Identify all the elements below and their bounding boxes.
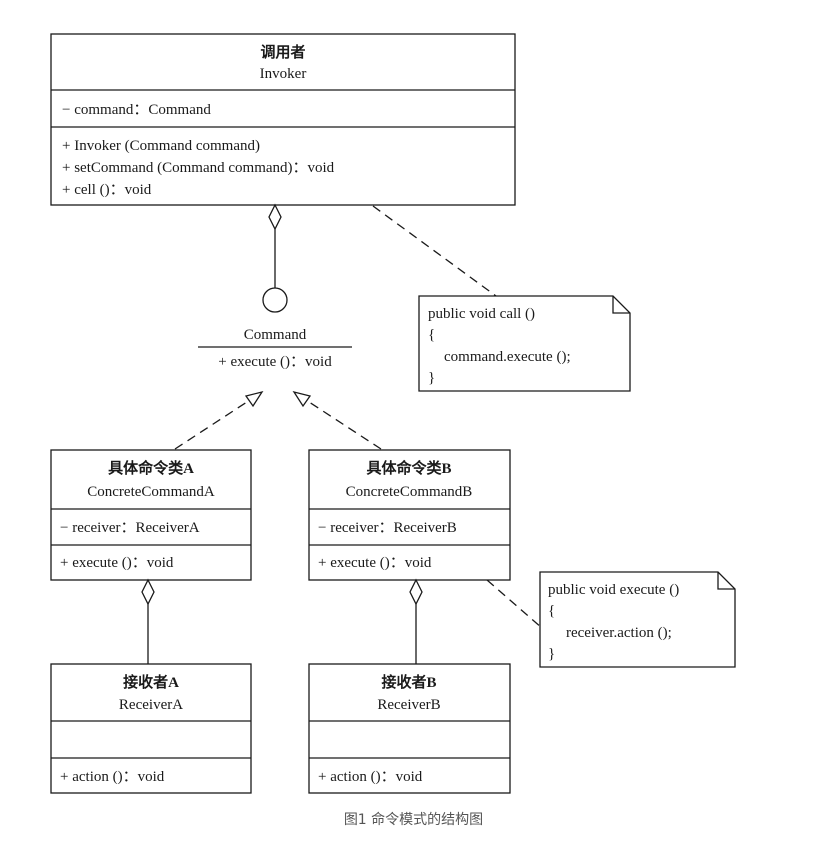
concrete-b-note-connector (486, 579, 543, 629)
note-call (418, 295, 631, 392)
receiver-a-box (50, 663, 252, 794)
concrete-a-method: + execute ()：void (60, 555, 174, 571)
note-execute-line-1: public void execute () (548, 582, 679, 598)
realization-line-a (174, 399, 251, 450)
command-interface-lollipop (262, 287, 288, 313)
concrete-a-box (50, 449, 252, 581)
receiver-b-name-en: ReceiverB (377, 697, 440, 713)
command-method: + execute ()：void (218, 354, 332, 370)
realization-a (174, 390, 264, 450)
note-call-line-4: } (428, 370, 435, 386)
invoker-name-en: Invoker (260, 66, 307, 82)
note-execute (539, 571, 736, 668)
realization-arrowhead-b (292, 390, 312, 408)
concrete-a-name-en: ConcreteCommandA (87, 484, 215, 500)
figure-caption: 图1 命令模式的结构图 (343, 812, 484, 828)
concrete-command-b-class (308, 449, 511, 581)
receiver-b-method: + action ()：void (318, 769, 423, 785)
note-execute-line-3: receiver.action (); (566, 625, 672, 641)
invoker-method-1: + Invoker (Command command) (62, 138, 260, 154)
invoker-class (50, 33, 516, 206)
realization-b (292, 390, 382, 450)
concrete-b-name-en: ConcreteCommandB (346, 484, 473, 500)
aggregation-diamond-invoker (268, 203, 282, 231)
realization-arrowhead-a (244, 390, 264, 408)
concrete-b-receiver-aggregation (409, 578, 423, 664)
note-call-line-2: { (428, 327, 435, 343)
concrete-a-name-cn: 具体命令类A (108, 459, 194, 477)
invoker-attribute: − command：Command (62, 102, 211, 118)
invoker-method-3: + cell ()：void (62, 182, 152, 198)
invoker-name-cn: 调用者 (260, 43, 305, 61)
aggregation-diamond-a (141, 578, 155, 606)
invoker-box (50, 33, 516, 206)
note-execute-line-2: { (548, 603, 555, 619)
concrete-a-receiver-aggregation (141, 578, 155, 664)
note-call-line-1: public void call () (428, 306, 535, 322)
concrete-b-box (308, 449, 511, 581)
invoker-method-2: + setCommand (Command command)：void (62, 160, 335, 176)
note-call-box (418, 295, 631, 392)
receiver-b-class (308, 663, 511, 794)
concrete-b-method: + execute ()：void (318, 555, 432, 571)
receiver-a-class (50, 663, 252, 794)
invoker-command-aggregation (262, 203, 288, 313)
realization-line-b (305, 399, 382, 450)
command-name: Command (244, 327, 307, 343)
receiver-a-method: + action ()：void (60, 769, 165, 785)
concrete-b-attribute: − receiver：ReceiverB (318, 520, 457, 536)
note-call-fold (612, 296, 630, 314)
aggregation-diamond-b (409, 578, 423, 606)
invoker-note-connector (372, 205, 497, 297)
note-call-line-3: command.execute (); (444, 349, 571, 365)
receiver-a-name-cn: 接收者A (123, 673, 179, 691)
receiver-b-box (308, 663, 511, 794)
concrete-b-name-cn: 具体命令类B (366, 459, 451, 477)
concrete-a-attribute: − receiver：ReceiverA (60, 520, 200, 536)
note-execute-fold (717, 572, 735, 590)
receiver-a-name-en: ReceiverA (119, 697, 183, 713)
receiver-b-name-cn: 接收者B (381, 673, 436, 691)
concrete-command-a-class (50, 449, 252, 581)
note-execute-line-4: } (548, 646, 555, 662)
note-execute-box (539, 571, 736, 668)
